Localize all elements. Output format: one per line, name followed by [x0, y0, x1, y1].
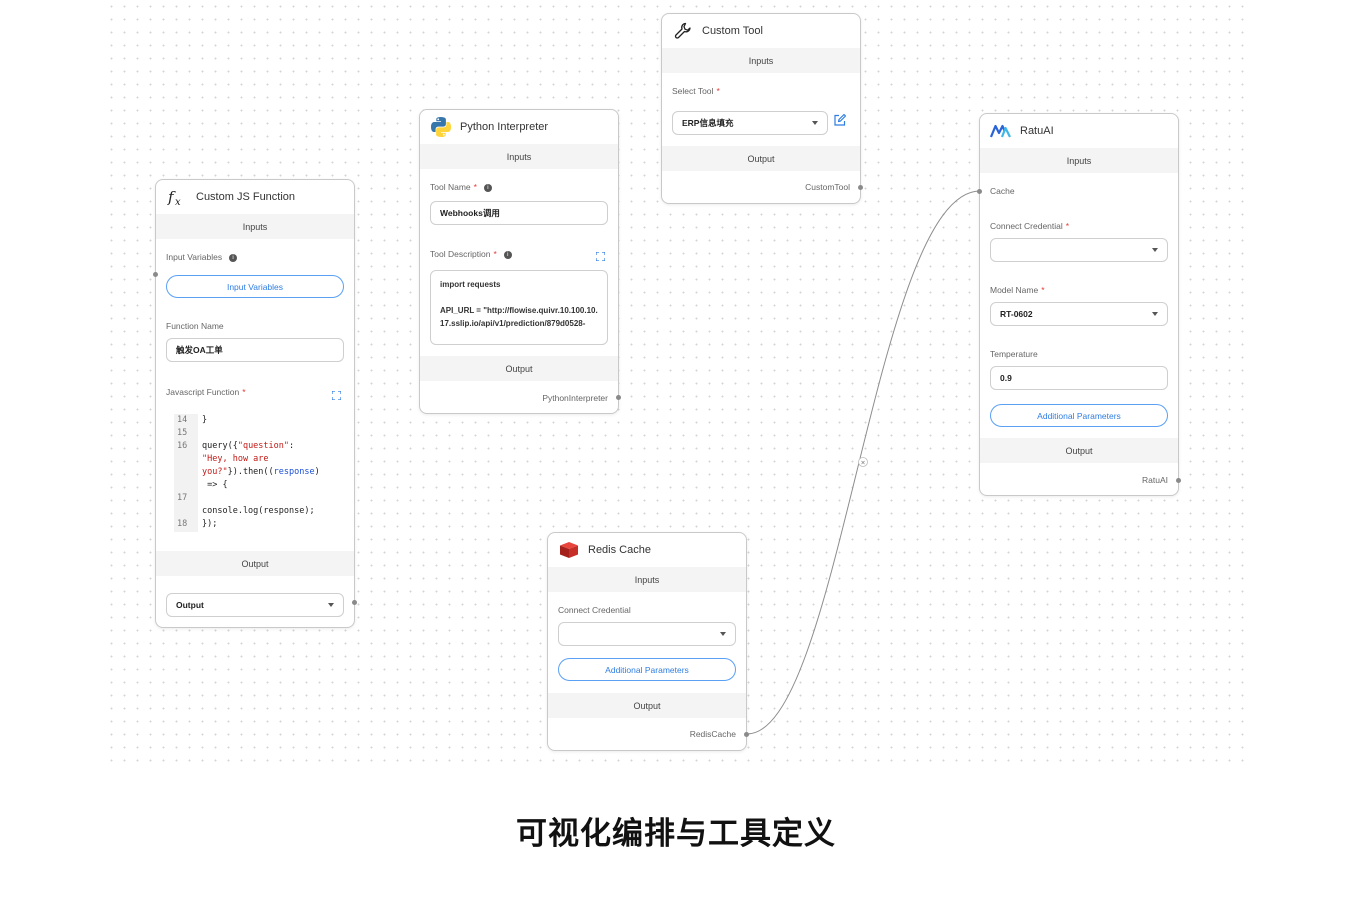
inputs-section-header: Inputs	[156, 214, 354, 239]
output-select-value: Output	[176, 600, 204, 610]
info-icon[interactable]: i	[483, 183, 492, 192]
tool-name-label: Tool Name*i	[430, 182, 492, 192]
output-section-header: Output	[548, 693, 746, 718]
code-line: }	[202, 415, 208, 425]
temperature-label: Temperature	[990, 349, 1038, 359]
inputs-section-header: Inputs	[420, 144, 618, 169]
node-header[interactable]: f x Custom JS Function	[156, 180, 354, 214]
chevron-down-icon	[720, 632, 726, 636]
line-number: 16	[177, 441, 188, 451]
inputs-section-header: Inputs	[662, 48, 860, 73]
fx-icon: f x	[166, 186, 188, 208]
additional-parameters-button[interactable]: Additional Parameters	[990, 404, 1168, 427]
input-handle[interactable]	[153, 272, 158, 277]
model-name-value: RT-0602	[1000, 309, 1033, 319]
page-caption: 可视化编排与工具定义	[516, 816, 836, 852]
output-name: RedisCache	[689, 729, 736, 739]
model-name-label: Model Name*	[990, 285, 1045, 295]
model-name-select[interactable]: RT-0602	[990, 302, 1168, 326]
output-name: CustomTool	[805, 182, 850, 192]
connect-credential-select[interactable]	[990, 238, 1168, 262]
output-name: RatuAI	[1142, 475, 1168, 485]
cache-input-handle[interactable]	[977, 189, 982, 194]
function-name-label: Function Name	[166, 321, 224, 331]
line-number: 14	[177, 415, 188, 425]
code-editor[interactable]: 14 15 16 17 18 } query({"question":"Hey,…	[174, 414, 346, 532]
output-select[interactable]: Output	[166, 593, 344, 617]
node-custom-js-function[interactable]: f x Custom JS Function Inputs Input Vari…	[153, 179, 357, 628]
python-icon	[430, 116, 452, 138]
node-title: Python Interpreter	[460, 121, 549, 133]
node-header[interactable]: Custom Tool	[662, 14, 860, 48]
output-section-header: Output	[662, 146, 860, 171]
node-title: Custom Tool	[702, 25, 763, 37]
cache-label: Cache	[990, 186, 1015, 196]
svg-text:f: f	[167, 188, 176, 206]
select-tool-label: Select Tool*	[672, 86, 720, 96]
function-name-input[interactable]: 触发OA工单	[166, 338, 344, 362]
code-line: console.log(response);	[202, 506, 315, 516]
node-title: RatuAI	[1020, 125, 1054, 137]
node-header[interactable]: Redis Cache	[548, 533, 746, 567]
output-section-header: Output	[156, 551, 354, 576]
connect-credential-label: Connect Credential*	[990, 221, 1070, 231]
node-header[interactable]: RatuAI	[980, 114, 1178, 148]
node-custom-tool[interactable]: Custom Tool Inputs Select Tool* ERP信息填充 …	[661, 13, 863, 204]
select-tool-dropdown[interactable]: ERP信息填充	[672, 111, 828, 135]
node-ratuai[interactable]: RatuAI Inputs Cache Connect Credential* …	[977, 113, 1181, 496]
redis-icon	[558, 539, 580, 561]
node-header[interactable]: Python Interpreter	[420, 110, 618, 144]
select-tool-value: ERP信息填充	[682, 118, 734, 128]
inputs-section-header: Inputs	[548, 567, 746, 592]
wrench-icon	[672, 20, 694, 42]
chevron-down-icon	[328, 603, 334, 607]
line-number: 18	[177, 519, 188, 529]
chevron-down-icon	[1152, 248, 1158, 252]
output-handle[interactable]	[744, 732, 749, 737]
info-icon[interactable]: i	[503, 250, 512, 259]
tool-description-label: Tool Description*i	[430, 249, 512, 259]
output-section-header: Output	[980, 438, 1178, 463]
input-variables-button[interactable]: Input Variables	[166, 275, 344, 298]
node-python-interpreter[interactable]: Python Interpreter Inputs Tool Name*i We…	[419, 109, 621, 414]
line-gutter: 14 15 16 17 18	[174, 414, 198, 532]
output-handle[interactable]	[616, 395, 621, 400]
connect-credential-select[interactable]	[558, 622, 736, 646]
code-line: });	[202, 519, 218, 529]
output-handle[interactable]	[352, 600, 357, 605]
node-title: Redis Cache	[588, 544, 651, 556]
line-number: 15	[177, 428, 188, 438]
edit-icon[interactable]	[833, 113, 847, 127]
expand-icon[interactable]	[332, 391, 341, 400]
chevron-down-icon	[1152, 312, 1158, 316]
output-section-header: Output	[420, 356, 618, 381]
output-name: PythonInterpreter	[542, 393, 608, 403]
javascript-function-label: Javascript Function*	[166, 387, 246, 397]
node-redis-cache[interactable]: Redis Cache Inputs Connect Credential Ad…	[547, 532, 749, 751]
expand-icon[interactable]	[596, 252, 605, 261]
node-title: Custom JS Function	[196, 191, 296, 203]
info-icon[interactable]: i	[229, 253, 238, 262]
code-line	[202, 427, 342, 440]
chevron-down-icon	[812, 121, 818, 125]
output-handle[interactable]	[1176, 478, 1181, 483]
additional-parameters-button[interactable]: Additional Parameters	[558, 658, 736, 681]
svg-text:x: x	[175, 197, 181, 207]
connect-credential-label: Connect Credential	[558, 605, 631, 615]
ratuai-logo-icon	[990, 120, 1012, 142]
line-number: 17	[177, 493, 188, 503]
tool-name-input[interactable]: Webhooks调用	[430, 201, 608, 225]
temperature-input[interactable]: 0.9	[990, 366, 1168, 390]
output-handle[interactable]	[858, 185, 863, 190]
tool-description-textarea[interactable]: import requests API_URL = "http://flowis…	[430, 270, 608, 345]
inputs-section-header: Inputs	[980, 148, 1178, 173]
